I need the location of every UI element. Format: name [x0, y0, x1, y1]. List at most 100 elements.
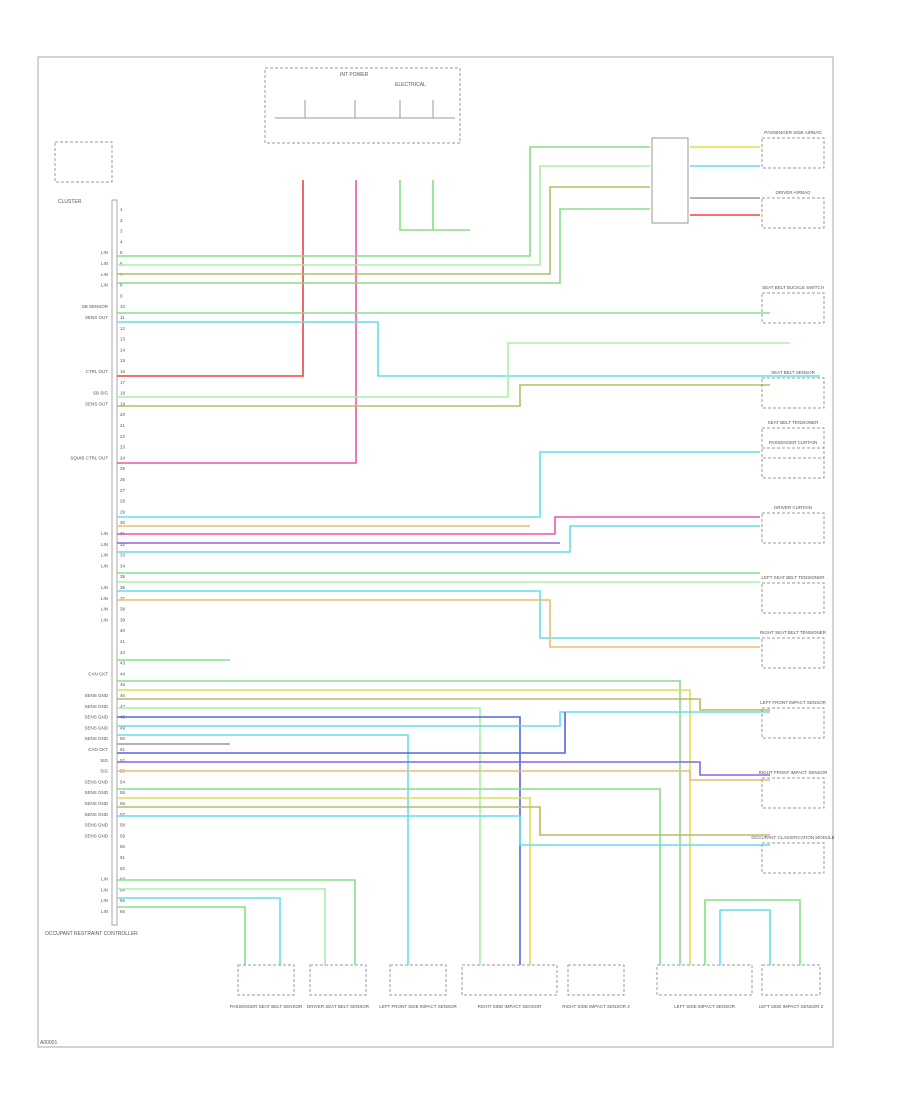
wire-green-5 — [117, 342, 790, 398]
wire-green-1 — [117, 146, 650, 257]
right-component-name: PASSENGER SIDE AIRBAG — [764, 130, 822, 135]
pin-number: 33 — [120, 553, 126, 558]
pin-label: SENS GND — [84, 823, 108, 828]
pin-label: LIN — [101, 898, 108, 903]
right-component-box — [761, 197, 825, 229]
bottom-component-box — [389, 964, 447, 996]
pin-label: CTRL OUT — [86, 369, 109, 374]
pin-label: SENS GND — [84, 790, 108, 795]
wire-cyan-5 — [117, 711, 770, 727]
relay-label: ELECTRICAL — [395, 82, 426, 88]
wire-cyan-7 — [117, 815, 770, 846]
pin-number: 15 — [120, 358, 126, 363]
pin-number: 61 — [120, 855, 126, 860]
pin-label: SENS GND — [84, 715, 108, 720]
wire-cyan-6 — [117, 734, 409, 965]
pin-label: SENS GND — [84, 736, 108, 741]
pin-label: LIN — [101, 553, 108, 558]
module-name: CLUSTER — [58, 199, 82, 205]
relay-title: INT POWER — [340, 72, 369, 78]
pin-number: 42 — [120, 650, 126, 655]
pin-number: 50 — [120, 736, 126, 741]
right-component-box — [761, 842, 825, 874]
bottom-component-name: LEFT FRONT SIDE IMPACT SENSOR — [379, 1004, 457, 1009]
pin-label: SIG — [100, 758, 108, 763]
pin-number: 51 — [120, 747, 126, 752]
wire-orange-2 — [117, 599, 760, 648]
pin-label: SENS GND — [84, 779, 108, 784]
wire-orange-3 — [117, 770, 770, 781]
pin-label: LIN — [101, 909, 108, 914]
wire-green-15 — [704, 899, 801, 965]
pin-label: SIG — [100, 769, 108, 774]
pin-number: 43 — [120, 661, 126, 666]
pin-number: 46 — [120, 693, 126, 698]
cluster-module: CLUSTER OCCUPANT RESTRAINT CONTROLLER — [45, 199, 138, 937]
bottom-component-name: PASSENGER SEAT BELT SENSOR — [230, 1004, 303, 1009]
pin-number: 5 — [120, 250, 123, 255]
pin-label: SB SENSOR — [82, 304, 109, 309]
wires — [117, 146, 820, 965]
pin-label: LIN — [101, 531, 108, 536]
pin-number: 2 — [120, 218, 123, 223]
pin-label: LIN — [101, 617, 108, 622]
pin-label: SENS GND — [84, 693, 108, 698]
pin-label: SENS GND — [84, 704, 108, 709]
wire-blue-1 — [117, 716, 521, 965]
pin-label: LIN — [101, 261, 108, 266]
pin-number: 12 — [120, 326, 126, 331]
pin-number: 20 — [120, 412, 126, 417]
pin-label: SQUIB CTRL OUT — [70, 455, 108, 460]
right-component-box — [761, 137, 825, 169]
relay-box: INT POWER ELECTRICAL — [264, 67, 461, 144]
wire-cyan-8 — [117, 897, 281, 965]
pin-label: SENS GND — [84, 725, 108, 730]
pin-number: 37 — [120, 596, 126, 601]
pin-label: SENS OUT — [85, 401, 108, 406]
pin-number: 13 — [120, 337, 126, 342]
pin-number: 64 — [120, 887, 126, 892]
pin-label: LIN — [101, 542, 108, 547]
pin-label: CAN CKT — [88, 671, 108, 676]
pin-number: 8 — [120, 283, 123, 288]
right-connector — [651, 137, 689, 224]
pin-number: 25 — [120, 466, 126, 471]
pin-number: 28 — [120, 499, 126, 504]
wire-cyan-9 — [719, 909, 771, 965]
pin-number: 66 — [120, 909, 126, 914]
pin-number: 40 — [120, 628, 126, 633]
bottom-component-box — [461, 964, 558, 996]
wire-olive-3 — [117, 698, 770, 711]
wire-cyan-2 — [117, 451, 760, 518]
pin-number: 23 — [120, 445, 126, 450]
wire-green-9 — [117, 680, 681, 965]
pin-number: 18 — [120, 391, 126, 396]
pin-number: 9 — [120, 293, 123, 298]
right-component-box — [761, 447, 825, 479]
pin-number: 1 — [120, 207, 123, 212]
wire-green-10 — [117, 707, 481, 965]
right-component-name: DRIVER AIRBAG — [775, 190, 811, 195]
pin-number: 44 — [120, 671, 126, 676]
pin-label: SENS GND — [84, 801, 108, 806]
bottom-component-box — [656, 964, 753, 996]
right-component-box — [761, 637, 825, 669]
right-component-name: LEFT SEAT BELT TENSIONER — [761, 575, 825, 580]
wire-green-12 — [117, 879, 356, 965]
right-component-box — [761, 707, 825, 739]
pin-number: 45 — [120, 682, 126, 687]
pin-number: 19 — [120, 401, 126, 406]
pin-label: LIN — [101, 250, 108, 255]
bottom-component-box — [761, 964, 821, 996]
pin-number: 24 — [120, 455, 126, 460]
pin-number: 59 — [120, 833, 126, 838]
right-component-box — [761, 427, 825, 459]
pin-number: 26 — [120, 477, 126, 482]
pin-number: 65 — [120, 898, 126, 903]
right-component-name: SEAT BELT TENSIONER — [768, 420, 820, 425]
right-component-name: LEFT FRONT IMPACT SENSOR — [760, 700, 826, 705]
pin-number: 54 — [120, 779, 126, 784]
pin-number: 22 — [120, 434, 126, 439]
pin-number: 32 — [120, 542, 126, 547]
pin-number: 38 — [120, 607, 126, 612]
